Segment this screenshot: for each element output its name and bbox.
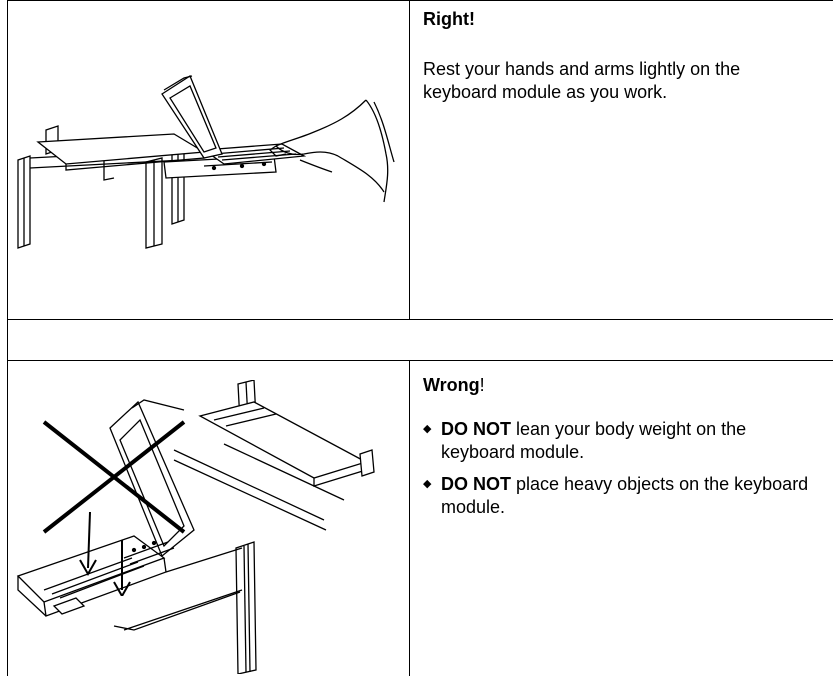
table-column-divider xyxy=(409,0,410,319)
wrong-heading-suffix: ! xyxy=(479,375,485,395)
wrong-heading-word: Wrong xyxy=(423,375,480,395)
list-item: ◆ DO NOT lean your body weight on the ke… xyxy=(423,418,823,464)
wrong-usage-text-block: Wrong! ◆ DO NOT lean your body weight on… xyxy=(423,374,823,528)
right-description: Rest your hands and arms lightly on the … xyxy=(423,59,741,102)
list-item: ◆ DO NOT place heavy objects on the keyb… xyxy=(423,473,823,519)
right-heading: Right! xyxy=(423,9,475,29)
keyboard-module-correct-use-illustration xyxy=(14,72,404,252)
cross-mark-icon xyxy=(40,418,190,536)
down-arrow-icon xyxy=(78,510,138,596)
wrong-heading: Wrong! xyxy=(423,374,823,397)
table-border-top xyxy=(7,0,833,1)
wrong-usage-list: ◆ DO NOT lean your body weight on the ke… xyxy=(423,418,823,519)
right-usage-text-block: Right! Rest your hands and arms lightly … xyxy=(423,8,813,104)
warning-emphasis: DO NOT xyxy=(441,474,511,494)
table-column-divider xyxy=(409,360,410,676)
table-row-divider xyxy=(7,360,833,361)
warning-text: lean your body weight on the keyboard mo… xyxy=(441,419,747,462)
diamond-bullet-icon: ◆ xyxy=(423,423,432,435)
table-row-divider xyxy=(7,319,833,320)
table-border-left xyxy=(7,0,8,676)
diamond-bullet-icon: ◆ xyxy=(423,478,432,490)
warning-text: place heavy objects on the keyboard modu… xyxy=(441,474,809,517)
warning-emphasis: DO NOT xyxy=(441,419,511,439)
